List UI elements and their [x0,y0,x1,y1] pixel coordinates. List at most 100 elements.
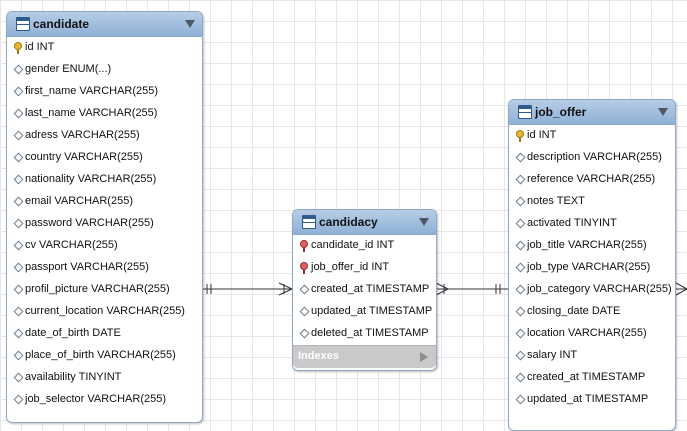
column-row[interactable]: description VARCHAR(255) [509,147,675,169]
column-row[interactable]: candidate_id INT [293,235,436,257]
column-row[interactable]: gender ENUM(...) [7,59,202,81]
table-icon [16,17,30,31]
column-diamond-icon [13,130,24,142]
column-row[interactable]: id INT [7,37,202,59]
column-row[interactable]: date_of_birth DATE [7,323,202,345]
column-row[interactable]: current_location VARCHAR(255) [7,301,202,323]
column-row[interactable]: job_offer_id INT [293,257,436,279]
column-diamond-icon [299,284,310,296]
column-row[interactable]: job_type VARCHAR(255) [509,257,675,279]
table-title: candidacy [319,215,378,229]
column-diamond-icon [13,196,24,208]
column-label: gender ENUM(...) [25,63,112,75]
column-label: passport VARCHAR(255) [25,261,149,273]
column-label: updated_at TIMESTAMP [527,393,649,405]
column-label: created_at TIMESTAMP [527,371,646,383]
table-header[interactable]: candidacy [293,210,436,235]
column-label: id INT [527,129,557,141]
column-label: cv VARCHAR(255) [25,239,118,251]
primary-key-icon [13,42,24,54]
column-row[interactable]: job_title VARCHAR(255) [509,235,675,257]
column-label: notes TEXT [527,195,585,207]
column-row[interactable]: passport VARCHAR(255) [7,257,202,279]
column-diamond-icon [13,240,24,252]
column-row[interactable]: reference VARCHAR(255) [509,169,675,191]
indexes-label: Indexes [298,350,339,362]
column-row[interactable]: first_name VARCHAR(255) [7,81,202,103]
column-label: updated_at TIMESTAMP [311,305,433,317]
column-label: closing_date DATE [527,305,621,317]
column-row[interactable]: last_name VARCHAR(255) [7,103,202,125]
table-title: job_offer [535,105,587,119]
column-row[interactable]: nationality VARCHAR(255) [7,169,202,191]
column-diamond-icon [13,218,24,230]
column-label: description VARCHAR(255) [527,151,662,163]
table-job-offer[interactable]: job_offer id INT description VARCHAR(255)… [508,99,676,431]
column-diamond-icon [515,262,526,274]
column-diamond-icon [13,284,24,296]
table-title: candidate [33,17,90,31]
collapse-arrow-icon[interactable] [419,218,429,226]
column-diamond-icon [515,196,526,208]
column-label: reference VARCHAR(255) [527,173,656,185]
column-row[interactable]: job_category VARCHAR(255) [509,279,675,301]
relationship-job-offer-candidacy [435,282,508,296]
column-diamond-icon [515,350,526,362]
column-label: nationality VARCHAR(255) [25,173,157,185]
column-row[interactable]: place_of_birth VARCHAR(255) [7,345,202,367]
column-row[interactable]: deleted_at TIMESTAMP [293,323,436,345]
column-row[interactable]: created_at TIMESTAMP [509,367,675,389]
column-label: email VARCHAR(255) [25,195,133,207]
foreign-key-icon [299,240,310,252]
table-icon [518,105,532,119]
column-label: job_selector VARCHAR(255) [25,393,167,405]
column-diamond-icon [13,86,24,98]
column-row[interactable]: email VARCHAR(255) [7,191,202,213]
column-label: activated TINYINT [527,217,617,229]
column-row[interactable]: job_selector VARCHAR(255) [7,389,202,411]
column-diamond-icon [13,152,24,164]
collapse-arrow-icon[interactable] [185,20,195,28]
column-row[interactable]: closing_date DATE [509,301,675,323]
table-candidacy[interactable]: candidacy candidate_id INT job_offer_id I… [292,209,437,371]
column-row[interactable]: country VARCHAR(255) [7,147,202,169]
column-row[interactable]: activated TINYINT [509,213,675,235]
column-label: id INT [25,41,55,53]
column-diamond-icon [515,306,526,318]
relationship-candidate-candidacy [202,282,293,296]
column-label: salary INT [527,349,578,361]
column-diamond-icon [13,64,24,76]
expand-arrow-icon[interactable] [420,352,428,362]
column-label: job_offer_id INT [311,261,390,273]
column-label: deleted_at TIMESTAMP [311,327,429,339]
column-row[interactable]: created_at TIMESTAMP [293,279,436,301]
column-row[interactable]: cv VARCHAR(255) [7,235,202,257]
column-row[interactable]: updated_at TIMESTAMP [293,301,436,323]
column-list: candidate_id INT job_offer_id INT created_… [293,235,436,345]
table-candidate[interactable]: candidate id INT gender ENUM(...) first_na… [6,11,203,423]
column-diamond-icon [515,240,526,252]
column-label: adress VARCHAR(255) [25,129,140,141]
relationship-connectors [202,282,687,296]
column-label: last_name VARCHAR(255) [25,107,158,119]
column-diamond-icon [13,262,24,274]
table-icon [302,215,316,229]
column-row[interactable]: availability TINYINT [7,367,202,389]
column-row[interactable]: updated_at TIMESTAMP [509,389,675,411]
column-diamond-icon [515,174,526,186]
column-row[interactable]: adress VARCHAR(255) [7,125,202,147]
column-row[interactable]: id INT [509,125,675,147]
column-diamond-icon [515,394,526,406]
column-row[interactable]: profil_picture VARCHAR(255) [7,279,202,301]
column-row[interactable]: location VARCHAR(255) [509,323,675,345]
column-row[interactable]: salary INT [509,345,675,367]
column-row[interactable]: notes TEXT [509,191,675,213]
table-header[interactable]: job_offer [509,100,675,125]
column-label: created_at TIMESTAMP [311,283,430,295]
collapse-arrow-icon[interactable] [658,108,668,116]
table-header[interactable]: candidate [7,12,202,37]
column-row[interactable]: password VARCHAR(255) [7,213,202,235]
indexes-section[interactable]: Indexes [293,345,436,368]
column-diamond-icon [299,306,310,318]
column-label: job_title VARCHAR(255) [527,239,647,251]
